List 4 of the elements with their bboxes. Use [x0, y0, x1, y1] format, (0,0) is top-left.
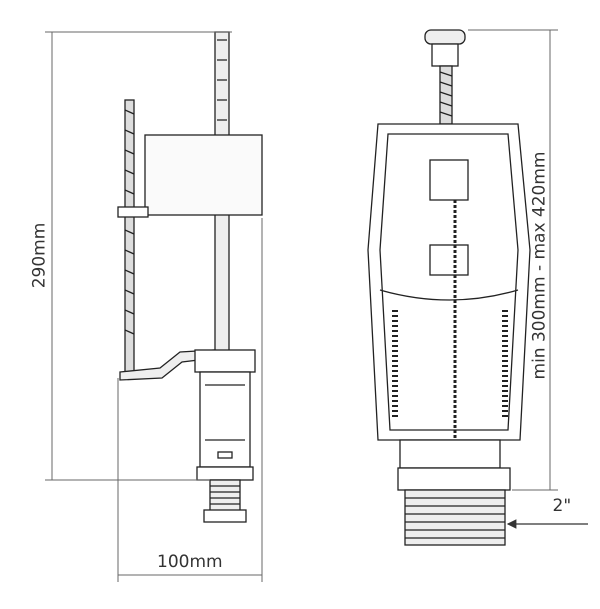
dimension-label: 2" — [552, 498, 572, 514]
dimension-label: 290mm — [31, 222, 48, 288]
dimension-label: 100mm — [157, 554, 223, 570]
dimension-label: min 300mm - max 420mm — [532, 151, 548, 379]
